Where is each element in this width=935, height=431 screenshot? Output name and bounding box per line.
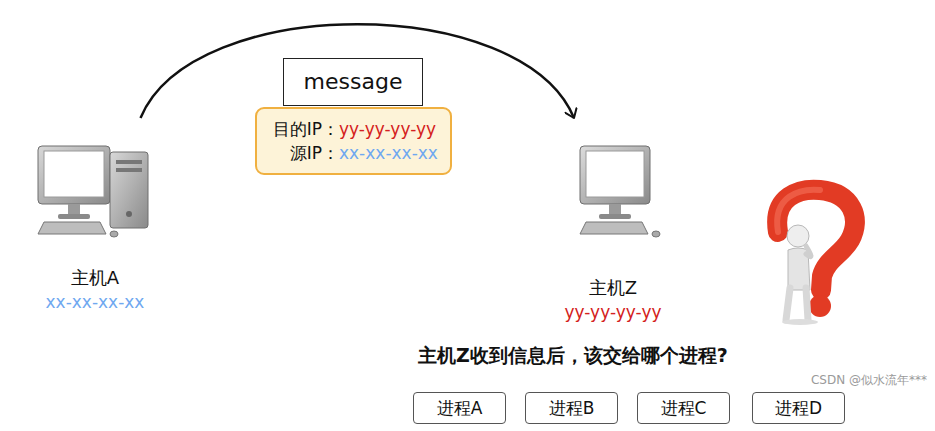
node-text: yy-yy-yy-yy	[564, 300, 661, 325]
question-text: 主机Z收到信息后，该交给哪个进程?	[418, 343, 728, 369]
node-text: 进程C	[661, 398, 707, 418]
node-text: xx-xx-xx-xx	[46, 290, 145, 315]
ip-header-box: 目的IP：yy-yy-yy-yy源IP：xx-xx-xx-xx	[255, 107, 452, 175]
process-box: 进程A	[413, 392, 506, 424]
node-text: 进程A	[437, 398, 483, 418]
host-node: 主机Zyy-yy-yy-yy	[548, 118, 678, 325]
computer-icon	[548, 118, 678, 248]
process-box: 进程B	[525, 392, 618, 424]
node-text: yy-yy-yy-yy	[339, 117, 436, 141]
node-text: xx-xx-xx-xx	[339, 141, 438, 165]
node-text: 源IP：	[257, 141, 339, 165]
process-box: 进程D	[752, 392, 845, 424]
watermark: CSDN @似水流年***	[811, 372, 927, 389]
computer-icon	[30, 118, 160, 248]
host-node: 主机Axx-xx-xx-xx	[30, 118, 160, 315]
node-text: 进程D	[775, 398, 822, 418]
curved-arrow	[141, 24, 575, 118]
node-text: 主机A	[71, 265, 119, 290]
node-text: 主机Z	[589, 275, 637, 300]
message-box: message	[283, 58, 423, 106]
process-box: 进程C	[637, 392, 730, 424]
node-text: 目的IP：	[257, 117, 339, 141]
node-text: message	[304, 69, 403, 95]
node-text: 进程B	[549, 398, 595, 418]
